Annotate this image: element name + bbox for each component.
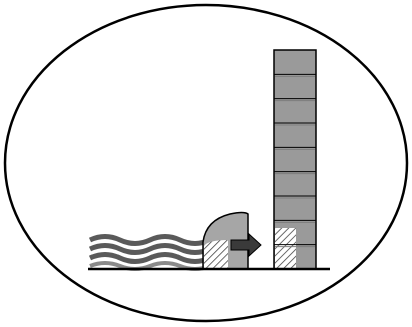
mound — [202, 211, 249, 270]
right-arrow-icon — [230, 232, 262, 258]
wave-layer-1 — [88, 234, 212, 246]
tower — [273, 49, 317, 270]
tower-hatched-base — [275, 228, 296, 268]
wave-layer-2 — [88, 243, 212, 255]
outer-ellipse-frame — [3, 3, 409, 323]
mound-hatched-zone — [204, 240, 228, 269]
tower-segment-lines — [274, 73, 316, 248]
wave-layer-3 — [88, 252, 212, 264]
